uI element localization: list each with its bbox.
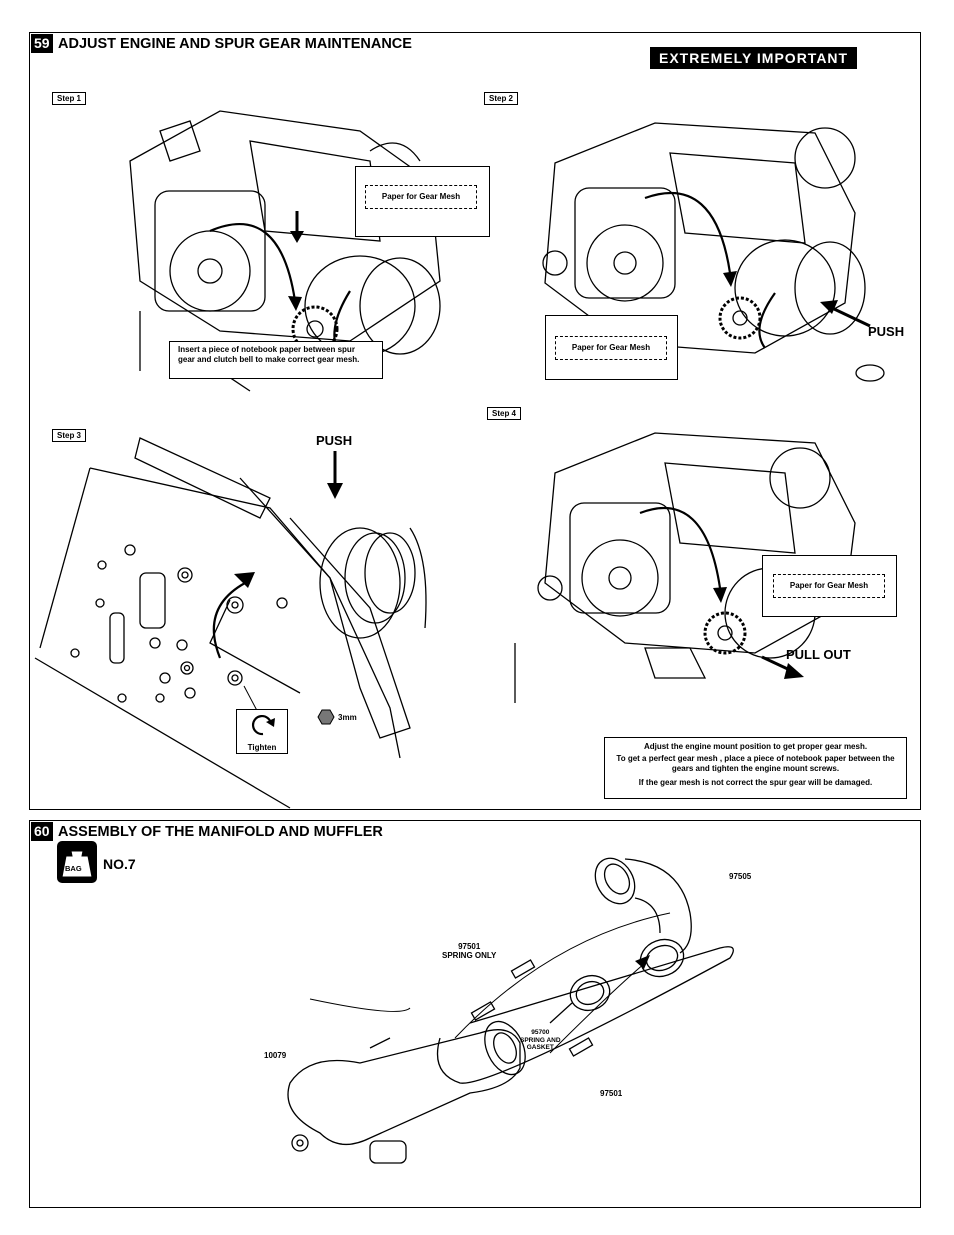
instruction-line-1: Adjust the engine mount position to get … [643,742,868,751]
step-2-illustration [542,122,885,382]
step-1-paper-label: Paper for Gear Mesh [365,185,477,209]
step-1-callout-box: Paper for Gear Mesh [355,166,490,237]
step-1-label: Step 1 [52,92,87,105]
pull-out-label: PULL OUT [786,647,851,662]
section-60-panel: 60 ASSEMBLY OF THE MANIFOLD AND MUFFLER … [29,820,921,1208]
step-2-paper-label: Paper for Gear Mesh [555,336,667,360]
step-1-note: Insert a piece of notebook paper between… [169,341,383,379]
part-95700-line1: SPRING AND [520,1036,561,1044]
section-number: 60 [31,822,53,841]
tighten-label: Tighten [247,743,277,752]
rotate-clockwise-icon [251,714,275,736]
part-95700-number: 95700 [531,1029,550,1036]
push-label-step-2: PUSH [868,324,905,339]
manifold-muffler-illustration [287,857,734,1164]
instructions-box: Adjust the engine mount position to get … [604,737,907,799]
push-label-step-3: PUSH [316,433,353,448]
section-number: 59 [31,34,53,53]
step-3-label: Step 3 [52,429,87,442]
step-4-illustration [514,432,856,703]
part-95700-spring-gasket: 95700 SPRING AND GASKET [520,1029,561,1052]
step-3-illustration [34,437,427,809]
part-10079-label: 10079 [264,1051,287,1060]
instruction-line-2: To get a perfect gear mesh , place a pie… [616,754,895,773]
push-arrow-step-3 [327,451,343,499]
tighten-callout: Tighten [236,709,288,754]
push-arrow-step-2 [820,300,871,328]
section-title: ASSEMBLY OF THE MANIFOLD AND MUFFLER [58,824,383,840]
hex-size-label: 3mm [338,713,357,722]
instruction-line-3: If the gear mesh is not correct the spur… [638,778,873,787]
step-4-paper-label: Paper for Gear Mesh [773,574,885,598]
part-97505-label: 97505 [729,872,752,881]
important-badge: EXTREMELY IMPORTANT [650,47,858,69]
step-4-label: Step 4 [487,407,522,420]
bag-number: NO.7 [103,856,136,872]
hex-key-icon [317,709,335,725]
pull-out-arrow [761,655,804,679]
section-title: ADJUST ENGINE AND SPUR GEAR MAINTENANCE [58,36,412,52]
part-97501-text: SPRING ONLY [442,951,497,960]
part-95700-line2: GASKET [526,1044,554,1051]
section-59-panel: 59 ADJUST ENGINE AND SPUR GEAR MAINTENAN… [29,32,921,810]
bag-icon [57,841,97,883]
bag-label: BAG [65,864,82,873]
part-97501-lower-label: 97501 [600,1089,623,1098]
part-97501-number: 97501 [458,942,481,951]
part-97501-spring-only: 97501 SPRING ONLY [442,942,496,960]
step-2-label: Step 2 [484,92,519,105]
step-2-callout-box: Paper for Gear Mesh [545,315,678,380]
step-4-callout-box: Paper for Gear Mesh [762,555,897,617]
